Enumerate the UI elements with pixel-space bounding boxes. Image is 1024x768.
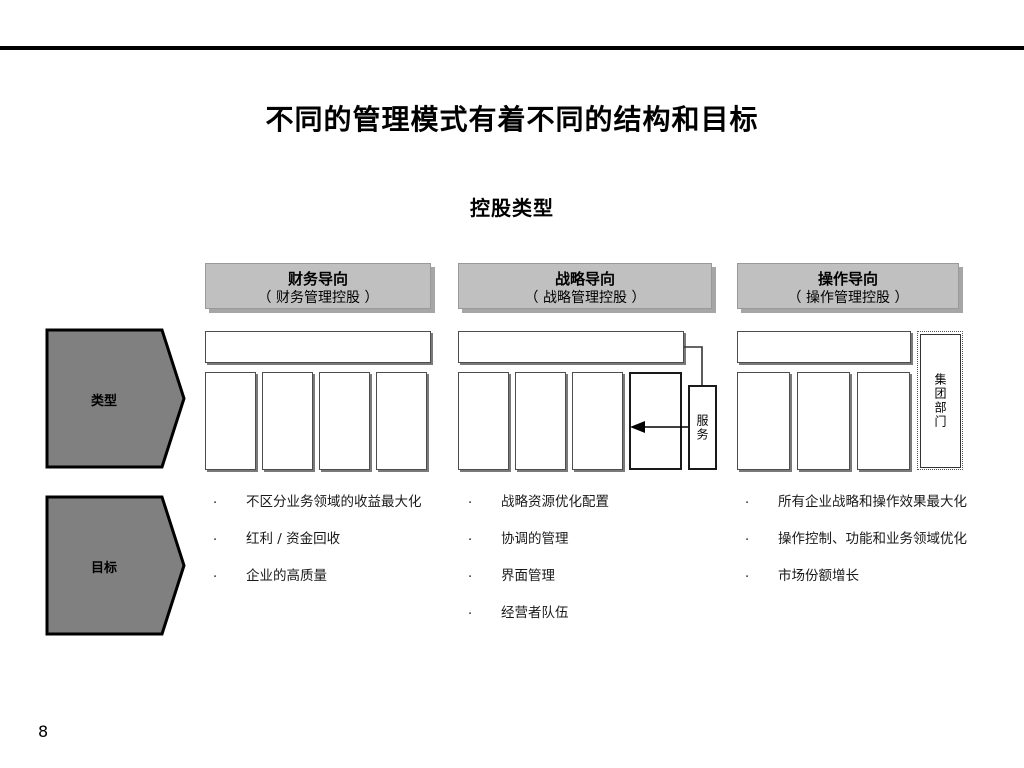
column-header-strategic-sub: （ 战略管理控股 ） [524, 290, 646, 306]
connector-holding-to-service [684, 346, 703, 385]
bullet-marker-icon: · [468, 570, 473, 585]
bullet-marker-icon: · [745, 570, 750, 585]
bullet-marker-icon: · [213, 570, 218, 585]
list-item-text: 企业的高质量 [246, 568, 327, 584]
list-item-text: 操作控制、功能和业务领域优化 [778, 531, 967, 547]
bullet-marker-icon: · [468, 533, 473, 548]
diagram2-unit-box-highlight [629, 372, 682, 470]
column-header-financial-sub: （ 财务管理控股 ） [257, 290, 379, 306]
list-item-text: 所有企业战略和操作效果最大化 [778, 494, 967, 510]
list-item: · 经营者队伍 [463, 603, 713, 624]
list-item: · 操作控制、功能和业务领域优化 [740, 529, 978, 550]
pentagon-arrow-shape [45, 328, 186, 469]
list-item: · 不区分业务领域的收益最大化 [208, 492, 443, 513]
row-label-goal: 目标 [45, 495, 186, 636]
diagram3-unit-box [797, 372, 850, 470]
bullet-marker-icon: · [213, 496, 218, 511]
diagram1-unit-box [376, 372, 427, 470]
list-item-text: 经营者队伍 [501, 605, 569, 621]
diagram2-unit-box [515, 372, 566, 470]
list-item: · 企业的高质量 [208, 566, 443, 587]
diagram1-unit-box [319, 372, 370, 470]
page-number: 8 [38, 722, 49, 741]
diagram3-group-dept-box: 集团部门 [920, 334, 961, 468]
bullet-marker-icon: · [468, 607, 473, 622]
bullet-marker-icon: · [468, 496, 473, 511]
list-item-text: 协调的管理 [501, 531, 569, 547]
page-subtitle: 控股类型 [470, 196, 554, 220]
row-label-type-text: 类型 [90, 394, 117, 409]
header-divider-rule [0, 46, 1024, 50]
row-label-type: 类型 [45, 328, 186, 469]
bullet-list-strategic: · 战略资源优化配置 · 协调的管理 · 界面管理 · 经营者队伍 [463, 492, 713, 640]
bullet-marker-icon: · [745, 496, 750, 511]
list-item-text: 市场份额增长 [778, 568, 859, 584]
list-item: · 所有企业战略和操作效果最大化 [740, 492, 978, 513]
diagram3-group-dept-outer: 集团部门 [917, 331, 963, 470]
diagram2-holding-box [458, 331, 684, 363]
diagram3-unit-box [737, 372, 790, 470]
list-item: · 协调的管理 [463, 529, 713, 550]
column-header-operational[interactable]: 操作导向 （ 操作管理控股 ） [737, 263, 959, 309]
diagram1-unit-box [262, 372, 313, 470]
list-item-text: 红利 / 资金回收 [246, 531, 341, 547]
diagram3-holding-box [737, 331, 911, 363]
diagram3-group-dept-label: 集团部门 [933, 373, 947, 429]
list-item-text: 不区分业务领域的收益最大化 [246, 494, 422, 510]
list-item: · 红利 / 资金回收 [208, 529, 443, 550]
column-header-financial-main: 财务导向 [287, 270, 348, 288]
list-item: · 界面管理 [463, 566, 713, 587]
diagram2-unit-box [458, 372, 509, 470]
column-header-operational-sub: （ 操作管理控股 ） [787, 290, 909, 306]
diagram2-service-label: 服务 [695, 413, 709, 442]
page-title: 不同的管理模式有着不同的结构和目标 [265, 103, 759, 136]
list-item: · 战略资源优化配置 [463, 492, 713, 513]
column-header-strategic[interactable]: 战略导向 （ 战略管理控股 ） [458, 263, 712, 309]
bullet-marker-icon: · [745, 533, 750, 548]
pentagon-arrow-shape [45, 495, 186, 636]
column-header-strategic-main: 战略导向 [554, 270, 615, 288]
diagram2-service-box: 服务 [688, 385, 717, 470]
list-item-text: 战略资源优化配置 [501, 494, 609, 510]
column-header-operational-main: 操作导向 [817, 270, 878, 288]
diagram3-unit-box [857, 372, 910, 470]
bullet-list-financial: · 不区分业务领域的收益最大化 · 红利 / 资金回收 · 企业的高质量 [208, 492, 443, 603]
bullet-list-operational: · 所有企业战略和操作效果最大化 · 操作控制、功能和业务领域优化 · 市场份额… [740, 492, 978, 603]
diagram1-holding-box [205, 331, 431, 363]
column-header-financial[interactable]: 财务导向 （ 财务管理控股 ） [205, 263, 431, 309]
bullet-marker-icon: · [213, 533, 218, 548]
list-item: · 市场份额增长 [740, 566, 978, 587]
row-label-goal-text: 目标 [90, 561, 117, 576]
list-item-text: 界面管理 [501, 568, 555, 584]
diagram1-unit-box [205, 372, 256, 470]
diagram2-unit-box [572, 372, 623, 470]
